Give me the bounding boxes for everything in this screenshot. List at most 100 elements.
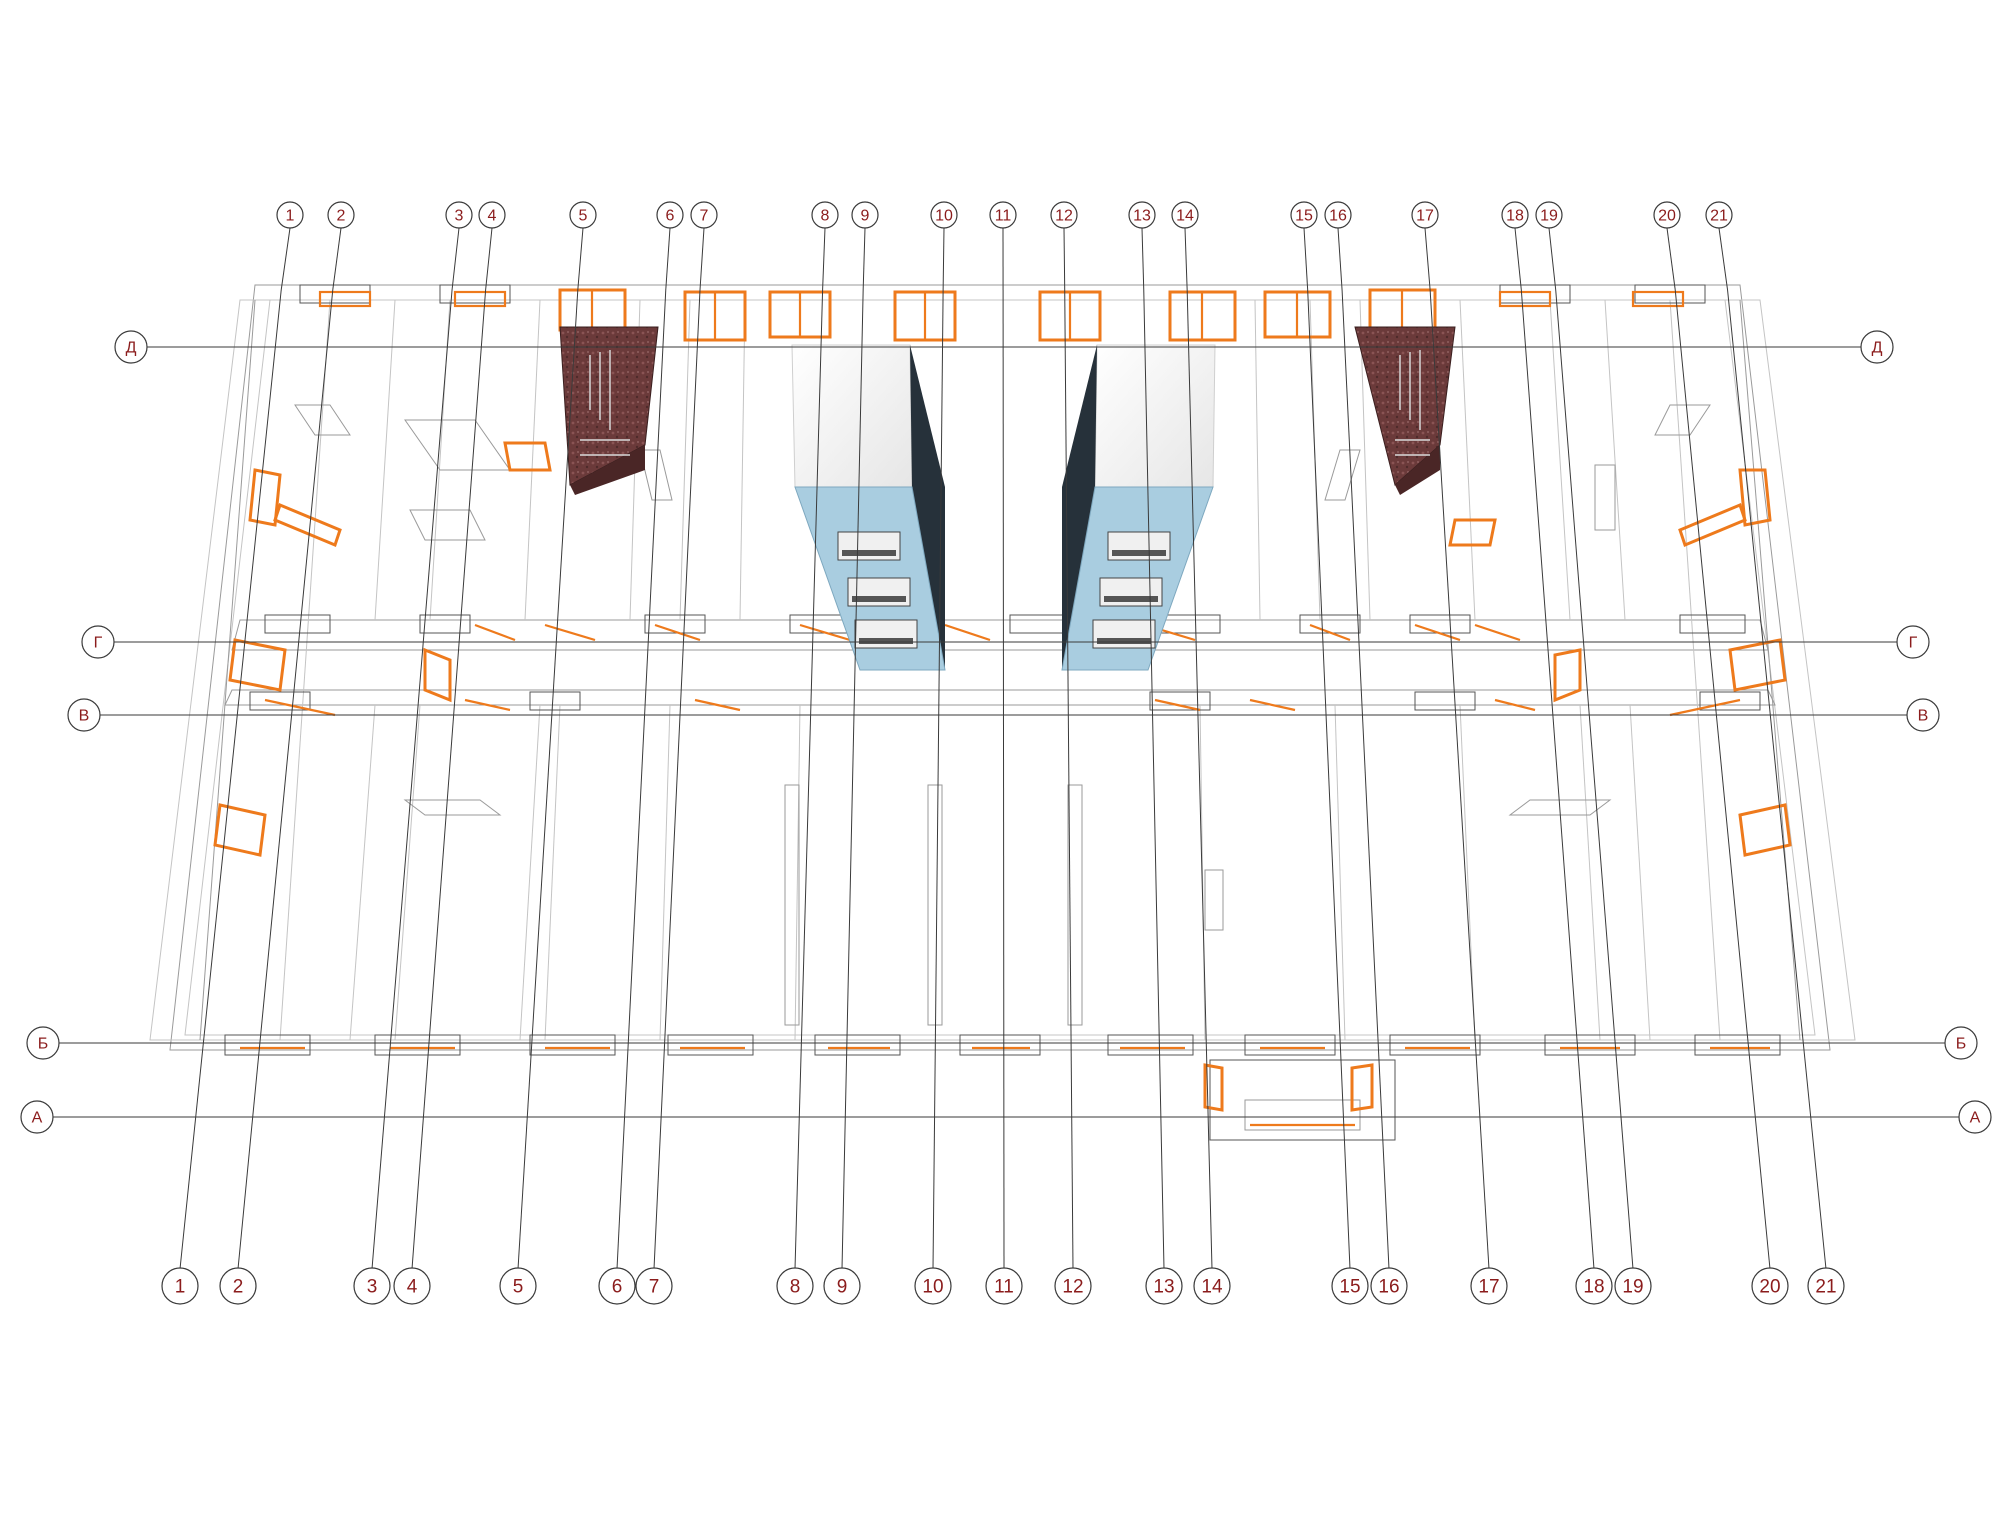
axis-top-17: 17 xyxy=(1411,201,1439,229)
axis-bottom-10-label: 10 xyxy=(922,1277,943,1298)
axis-row-left-1-label: Г xyxy=(94,635,103,652)
axis-top-2: 2 xyxy=(327,201,355,229)
axis-row-left-0-label: Д xyxy=(126,340,137,357)
axis-bottom-12: 12 xyxy=(1054,1267,1092,1305)
axis-top-21-label: 21 xyxy=(1710,208,1728,225)
axis-top-9: 9 xyxy=(851,201,879,229)
axis-bottom-4: 4 xyxy=(393,1267,431,1305)
axis-top-14: 14 xyxy=(1171,201,1199,229)
axis-top-20-label: 20 xyxy=(1658,208,1676,225)
axis-row-right-1: Г xyxy=(1896,625,1930,659)
axis-top-9-label: 9 xyxy=(861,208,870,225)
axis-bottom-15-label: 15 xyxy=(1339,1277,1360,1298)
axis-top-2-label: 2 xyxy=(337,208,346,225)
axis-top-13-label: 13 xyxy=(1133,208,1151,225)
axis-top-11-label: 11 xyxy=(995,208,1012,225)
axis-bottom-17-label: 17 xyxy=(1478,1277,1499,1298)
axis-top-21: 21 xyxy=(1705,201,1733,229)
axis-bottom-8: 8 xyxy=(776,1267,814,1305)
axis-top-10: 10 xyxy=(930,201,958,229)
elevator-shafts xyxy=(791,344,1216,671)
axis-bottom-2: 2 xyxy=(219,1267,257,1305)
axis-top-5-label: 5 xyxy=(579,208,588,225)
axis-top-7-label: 7 xyxy=(700,208,709,225)
axis-bottom-10: 10 xyxy=(914,1267,952,1305)
axis-row-left-3-label: Б xyxy=(38,1036,49,1053)
axis-bottom-20: 20 xyxy=(1751,1267,1789,1305)
axis-row-left-2: В xyxy=(67,698,101,732)
axis-bottom-21-label: 21 xyxy=(1815,1277,1836,1298)
axis-top-15-label: 15 xyxy=(1295,208,1313,225)
axis-row-left-4: А xyxy=(20,1100,54,1134)
axis-top-12: 12 xyxy=(1050,201,1078,229)
axis-bottom-16-label: 16 xyxy=(1378,1277,1399,1298)
axis-bottom-9: 9 xyxy=(823,1267,861,1305)
axis-bottom-19: 19 xyxy=(1614,1267,1652,1305)
axis-bottom-15: 15 xyxy=(1331,1267,1369,1305)
axis-top-19-label: 19 xyxy=(1540,208,1558,225)
axis-top-18-label: 18 xyxy=(1506,208,1524,225)
axis-row-right-1-label: Г xyxy=(1909,635,1918,652)
axis-bottom-3: 3 xyxy=(353,1267,391,1305)
axis-row-right-2: В xyxy=(1906,698,1940,732)
axis-top-3: 3 xyxy=(445,201,473,229)
axis-row-right-4-label: А xyxy=(1970,1110,1981,1127)
axis-bottom-13: 13 xyxy=(1145,1267,1183,1305)
axis-top-10-label: 10 xyxy=(935,208,953,225)
axis-bottom-14: 14 xyxy=(1193,1267,1231,1305)
axis-row-right-4: А xyxy=(1958,1100,1992,1134)
axis-top-18: 18 xyxy=(1501,201,1529,229)
axis-top-7: 7 xyxy=(690,201,718,229)
stairwells xyxy=(559,326,1456,495)
axis-top-13: 13 xyxy=(1128,201,1156,229)
axis-bottom-4-label: 4 xyxy=(407,1277,418,1298)
axis-top-11: 11 xyxy=(989,201,1017,229)
axis-bottom-6-label: 6 xyxy=(612,1277,623,1298)
axis-top-8-label: 8 xyxy=(821,208,830,225)
axis-top-20: 20 xyxy=(1653,201,1681,229)
axis-bottom-18-label: 18 xyxy=(1583,1277,1604,1298)
axis-top-1-label: 1 xyxy=(286,208,295,225)
axis-row-right-3: Б xyxy=(1944,1026,1978,1060)
axis-bottom-9-label: 9 xyxy=(837,1277,848,1298)
axis-row-right-0-label: Д xyxy=(1872,340,1883,357)
axis-grid-lines xyxy=(53,227,1959,1270)
axis-top-6: 6 xyxy=(656,201,684,229)
axis-bottom-17: 17 xyxy=(1470,1267,1508,1305)
axis-top-15: 15 xyxy=(1290,201,1318,229)
axis-bottom-16: 16 xyxy=(1370,1267,1408,1305)
axis-bottom-14-label: 14 xyxy=(1201,1277,1223,1298)
axis-top-17-label: 17 xyxy=(1416,208,1434,225)
axis-top-14-label: 14 xyxy=(1176,208,1194,225)
window-frames xyxy=(213,288,1792,1127)
axis-row-left-1: Г xyxy=(81,625,115,659)
axis-bottom-20-label: 20 xyxy=(1759,1277,1780,1298)
axis-bottom-3-label: 3 xyxy=(367,1277,378,1298)
axis-row-right-2-label: В xyxy=(1918,708,1929,725)
axis-top-16: 16 xyxy=(1324,201,1352,229)
axis-bottom-21: 21 xyxy=(1807,1267,1845,1305)
axis-row-left-4-label: А xyxy=(32,1110,43,1127)
axis-top-12-label: 12 xyxy=(1055,208,1073,225)
axis-bottom-12-label: 12 xyxy=(1062,1277,1083,1298)
axis-bottom-8-label: 8 xyxy=(790,1277,801,1298)
axis-top-19: 19 xyxy=(1535,201,1563,229)
axis-top-8: 8 xyxy=(811,201,839,229)
axis-top-1: 1 xyxy=(276,201,304,229)
axis-top-6-label: 6 xyxy=(666,208,675,225)
axis-row-right-3-label: Б xyxy=(1956,1036,1967,1053)
axis-row-left-0: Д xyxy=(114,330,148,364)
axis-row-right-0: Д xyxy=(1860,330,1894,364)
axis-bottom-5-label: 5 xyxy=(513,1277,524,1298)
axis-bottom-7-label: 7 xyxy=(649,1277,660,1298)
axis-top-3-label: 3 xyxy=(455,208,464,225)
axis-top-4: 4 xyxy=(478,201,506,229)
axis-top-4-label: 4 xyxy=(488,208,497,225)
axis-bottom-1: 1 xyxy=(161,1267,199,1305)
axis-row-left-2-label: В xyxy=(79,708,90,725)
axis-bottom-5: 5 xyxy=(499,1267,537,1305)
axis-bottom-19-label: 19 xyxy=(1622,1277,1643,1298)
